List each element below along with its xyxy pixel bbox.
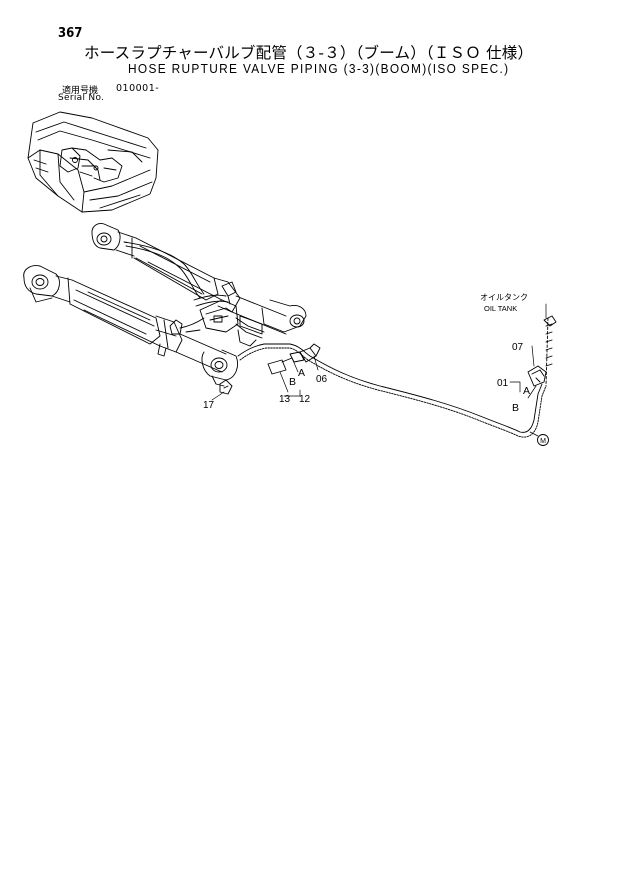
callout-b-right: B: [512, 402, 519, 414]
page-title-english: HOSE RUPTURE VALVE PIPING (3-3)(BOOM)(IS…: [128, 62, 510, 76]
hose-rupture-valve-assembly: [169, 281, 265, 347]
page-number: 367: [58, 26, 83, 41]
callout-07: 07: [512, 342, 524, 353]
elbow-fitting-06: [299, 343, 321, 363]
callout-leader-lines: [211, 303, 547, 437]
callout-labels: 17 13 12 06 B A 07 01 A B オイルタンク OIL TAN…: [203, 293, 530, 414]
oil-tank-port: [527, 315, 557, 387]
reference-mark-m-label: M: [540, 438, 546, 445]
callout-13: 13: [279, 394, 291, 405]
serial-number-value: 010001-: [116, 83, 160, 94]
callout-01: 01: [497, 378, 509, 389]
oil-tank-label-japanese: オイルタンク: [480, 293, 528, 302]
callout-a-left: A: [298, 367, 305, 379]
callout-12: 12: [299, 394, 311, 405]
page-title-japanese: ホースラプチャーバルブ配管（３-３）（ブーム）（ＩＳＯ 仕様）: [84, 44, 534, 62]
serial-label-english: Serial No.: [58, 93, 105, 103]
serial-label-japanese: 適用号機: [62, 86, 99, 96]
callout-06: 06: [316, 374, 328, 385]
callout-17: 17: [203, 400, 215, 411]
clamp-17: [219, 379, 233, 395]
rear-cylinder-pipe: [123, 241, 205, 299]
boom-cylinder-rear: [91, 223, 307, 335]
callout-b-left: B: [289, 376, 296, 388]
return-hose-to-oil-tank: [237, 343, 547, 438]
oil-tank-label-english: OIL TANK: [484, 304, 517, 313]
machine-body-drawing: [27, 111, 159, 213]
callout-a-right: A: [523, 385, 530, 397]
reference-mark-m: M: [537, 434, 549, 446]
